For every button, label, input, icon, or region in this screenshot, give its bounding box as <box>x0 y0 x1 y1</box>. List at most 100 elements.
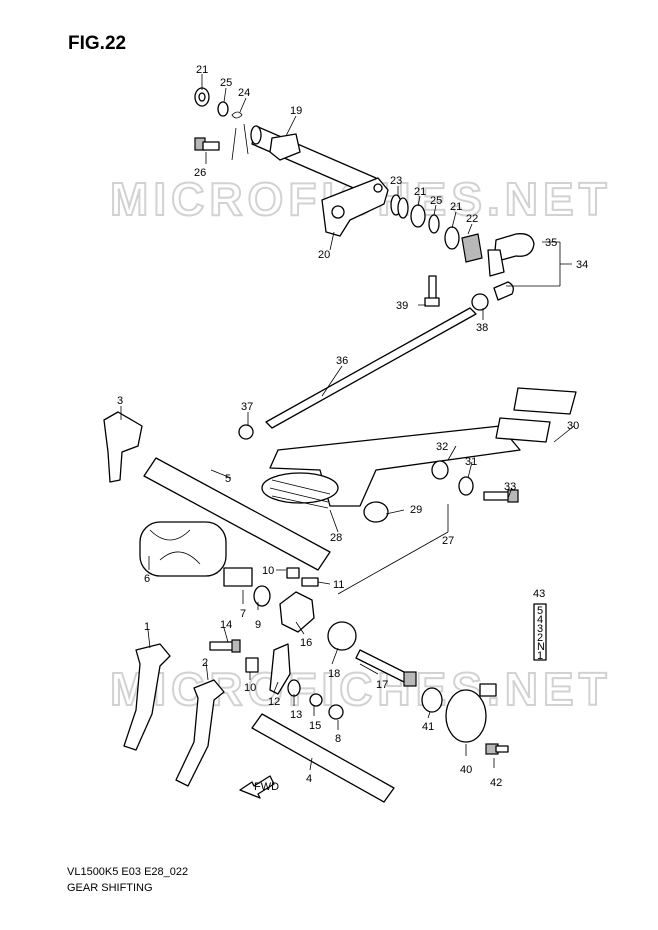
part-29-cap <box>363 501 389 523</box>
callout-35: 35 <box>545 237 557 249</box>
callout-6: 6 <box>144 573 150 585</box>
callout-10: 10 <box>262 565 274 577</box>
part-38-boot <box>471 293 489 311</box>
part-13-spring <box>287 679 301 697</box>
part-16-stopper <box>279 591 315 633</box>
callout-36: 36 <box>336 355 348 367</box>
callout-9: 9 <box>255 619 261 631</box>
part-39-bolt <box>424 275 440 307</box>
part-28-rubber <box>261 472 339 509</box>
part-14-bolt <box>209 639 241 653</box>
callout-23: 23 <box>390 175 402 187</box>
part-3-shift-fork <box>103 411 143 483</box>
part-25-washer <box>217 101 229 117</box>
part-6-shift-cam <box>139 521 253 587</box>
part-41-o-ring <box>421 687 443 713</box>
gear-position-stack <box>533 603 547 661</box>
callout-10-b: 10 <box>244 682 256 694</box>
part-22-collar <box>461 233 483 263</box>
fwd-label: FWD <box>254 781 279 793</box>
part-10-plate <box>245 657 259 673</box>
part-12-arm <box>269 643 291 695</box>
callout-14: 14 <box>220 619 232 631</box>
callout-4: 4 <box>306 773 312 785</box>
part-33-bolt <box>483 489 519 503</box>
callout-40: 40 <box>460 764 472 776</box>
part-24-spring <box>231 111 249 161</box>
gear-label-1: 1 <box>537 650 543 662</box>
callout-37: 37 <box>241 401 253 413</box>
callout-1: 1 <box>144 621 150 633</box>
diagram-name: GEAR SHIFTING <box>67 882 153 894</box>
callout-3: 3 <box>117 395 123 407</box>
callout-31: 31 <box>465 456 477 468</box>
callout-30: 30 <box>567 420 579 432</box>
part-17-bolt <box>355 649 417 687</box>
callout-16: 16 <box>300 637 312 649</box>
part-19-shift-shaft <box>250 125 377 197</box>
gear-label-2: 2 <box>537 632 543 644</box>
callout-2: 2 <box>202 657 208 669</box>
part-2-shift-fork <box>175 679 225 787</box>
part-37-boot <box>238 424 254 440</box>
callout-21: 21 <box>196 64 208 76</box>
gear-label-4: 4 <box>537 614 543 626</box>
part-5-shaft <box>143 457 331 571</box>
callout-33: 33 <box>504 481 516 493</box>
callout-19: 19 <box>290 105 302 117</box>
callout-17: 17 <box>376 679 388 691</box>
callout-15: 15 <box>309 720 321 732</box>
callout-28: 28 <box>330 532 342 544</box>
part-42-bolt <box>485 743 509 755</box>
gear-label-n: N <box>537 641 545 653</box>
callout-29: 29 <box>410 504 422 516</box>
part-23-spring <box>390 194 409 219</box>
callout-27: 27 <box>442 535 454 547</box>
callout-7: 7 <box>240 608 246 620</box>
callout-8: 8 <box>335 733 341 745</box>
part-26-bolt <box>194 137 220 151</box>
callout-34: 34 <box>576 259 588 271</box>
fwd-arrow: FWD <box>239 775 279 799</box>
part-25-washer-b <box>428 214 440 234</box>
part-40-gear-position-switch <box>445 683 497 743</box>
callout-25-b: 25 <box>430 195 442 207</box>
part-10-11-fastener <box>286 567 319 587</box>
part-1-shift-fork <box>123 643 171 751</box>
part-21-washer-b <box>410 204 426 228</box>
callout-26: 26 <box>194 167 206 179</box>
part-32-bush <box>431 460 449 480</box>
callout-39: 39 <box>396 300 408 312</box>
part-21-washer-c <box>444 226 460 250</box>
callout-5: 5 <box>225 473 231 485</box>
diagram-code: VL1500K5 E03 E28_022 <box>67 866 189 878</box>
figure-title: FIG.22 <box>68 33 127 54</box>
callout-38: 38 <box>476 322 488 334</box>
callout-24: 24 <box>238 87 250 99</box>
part-35-joint <box>487 233 535 301</box>
callout-22: 22 <box>466 213 478 225</box>
part-20-shift-arm <box>321 177 389 237</box>
part-36-rod <box>265 307 477 429</box>
callout-13: 13 <box>290 709 302 721</box>
callout-11: 11 <box>333 579 344 591</box>
part-15-washer <box>309 693 323 707</box>
callout-43: 43 <box>533 588 545 600</box>
callout-12: 12 <box>268 696 280 708</box>
part-4-shaft <box>251 713 395 803</box>
callout-42: 42 <box>490 777 502 789</box>
callout-32: 32 <box>436 441 448 453</box>
gear-label-5: 5 <box>537 605 543 617</box>
callout-25: 25 <box>220 77 232 89</box>
part-18-plate <box>327 621 357 651</box>
part-21-washer <box>194 87 210 107</box>
callout-21-c: 21 <box>450 201 462 213</box>
watermark-bottom: MICROFICHES.NET <box>110 663 612 715</box>
part-31-washer <box>458 476 474 496</box>
callout-21-b: 21 <box>414 186 426 198</box>
callout-20: 20 <box>318 249 330 261</box>
part-8-nut <box>328 704 344 720</box>
callout-41: 41 <box>422 721 434 733</box>
callout-18: 18 <box>328 668 340 680</box>
